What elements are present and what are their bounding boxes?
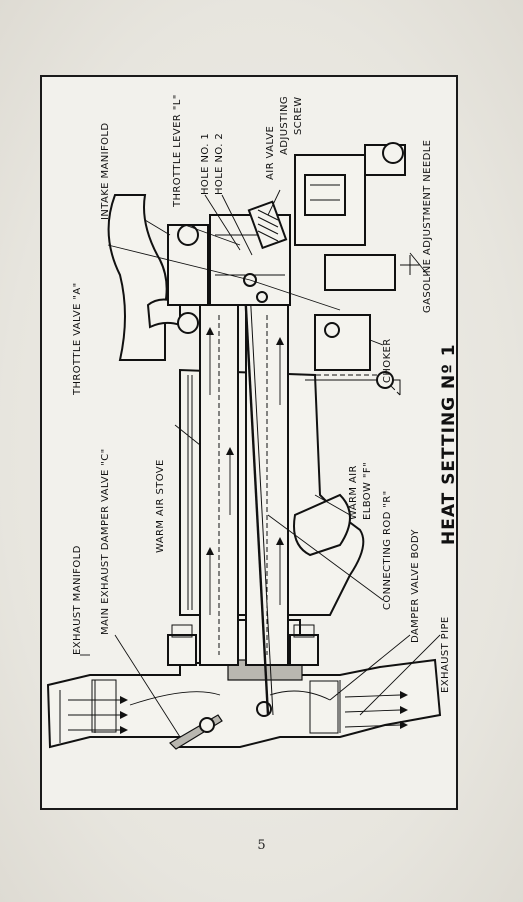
leader-lines bbox=[80, 189, 441, 738]
label-air-valve-line2: ADJUSTING bbox=[279, 96, 290, 155]
label-connecting-rod: CONNECTING ROD "R" bbox=[382, 490, 393, 610]
label-warm-air-elbow-line1: WARM AIR bbox=[348, 465, 359, 520]
page-number: 5 bbox=[257, 838, 266, 853]
label-throttle-valve: THROTTLE VALVE "A" bbox=[72, 282, 83, 396]
carburetor-drawing bbox=[167, 142, 420, 396]
diagram-labels: EXHAUST MANIFOLD MAIN EXHAUST DAMPER VAL… bbox=[72, 94, 458, 693]
exhaust-manifold-drawing bbox=[107, 194, 181, 361]
exhaust-pipe-drawing bbox=[46, 658, 442, 750]
label-warm-air-stove: WARM AIR STOVE bbox=[155, 459, 166, 553]
label-warm-air-elbow-line2: ELBOW "F" bbox=[362, 462, 373, 520]
label-exhaust-manifold: EXHAUST MANIFOLD bbox=[72, 545, 83, 655]
label-hole-no-2: HOLE NO. 2 bbox=[214, 133, 225, 195]
label-gasoline-adjustment-needle: GASOLINE ADJUSTMENT NEEDLE bbox=[422, 140, 433, 313]
label-choker: CHOKER bbox=[382, 338, 393, 383]
label-air-valve-line1: AIR VALVE bbox=[265, 126, 276, 180]
label-air-valve-line3: SCREW bbox=[293, 97, 304, 135]
label-main-exhaust-damper-valve: MAIN EXHAUST DAMPER VALVE "C" bbox=[100, 448, 111, 635]
label-intake-manifold: INTAKE MANIFOLD bbox=[100, 123, 111, 220]
label-damper-valve-body: DAMPER VALVE BODY bbox=[410, 529, 421, 643]
warm-air-stove-drawing bbox=[179, 289, 365, 716]
label-throttle-lever: THROTTLE LEVER "L" bbox=[172, 94, 183, 208]
label-exhaust-pipe: EXHAUST PIPE bbox=[440, 616, 451, 693]
label-hole-no-1: HOLE NO. 1 bbox=[200, 133, 211, 195]
diagram-title: HEAT SETTING Nº 1 bbox=[439, 343, 458, 545]
carburetor-heat-setting-diagram: EXHAUST MANIFOLD MAIN EXHAUST DAMPER VAL… bbox=[46, 94, 458, 750]
